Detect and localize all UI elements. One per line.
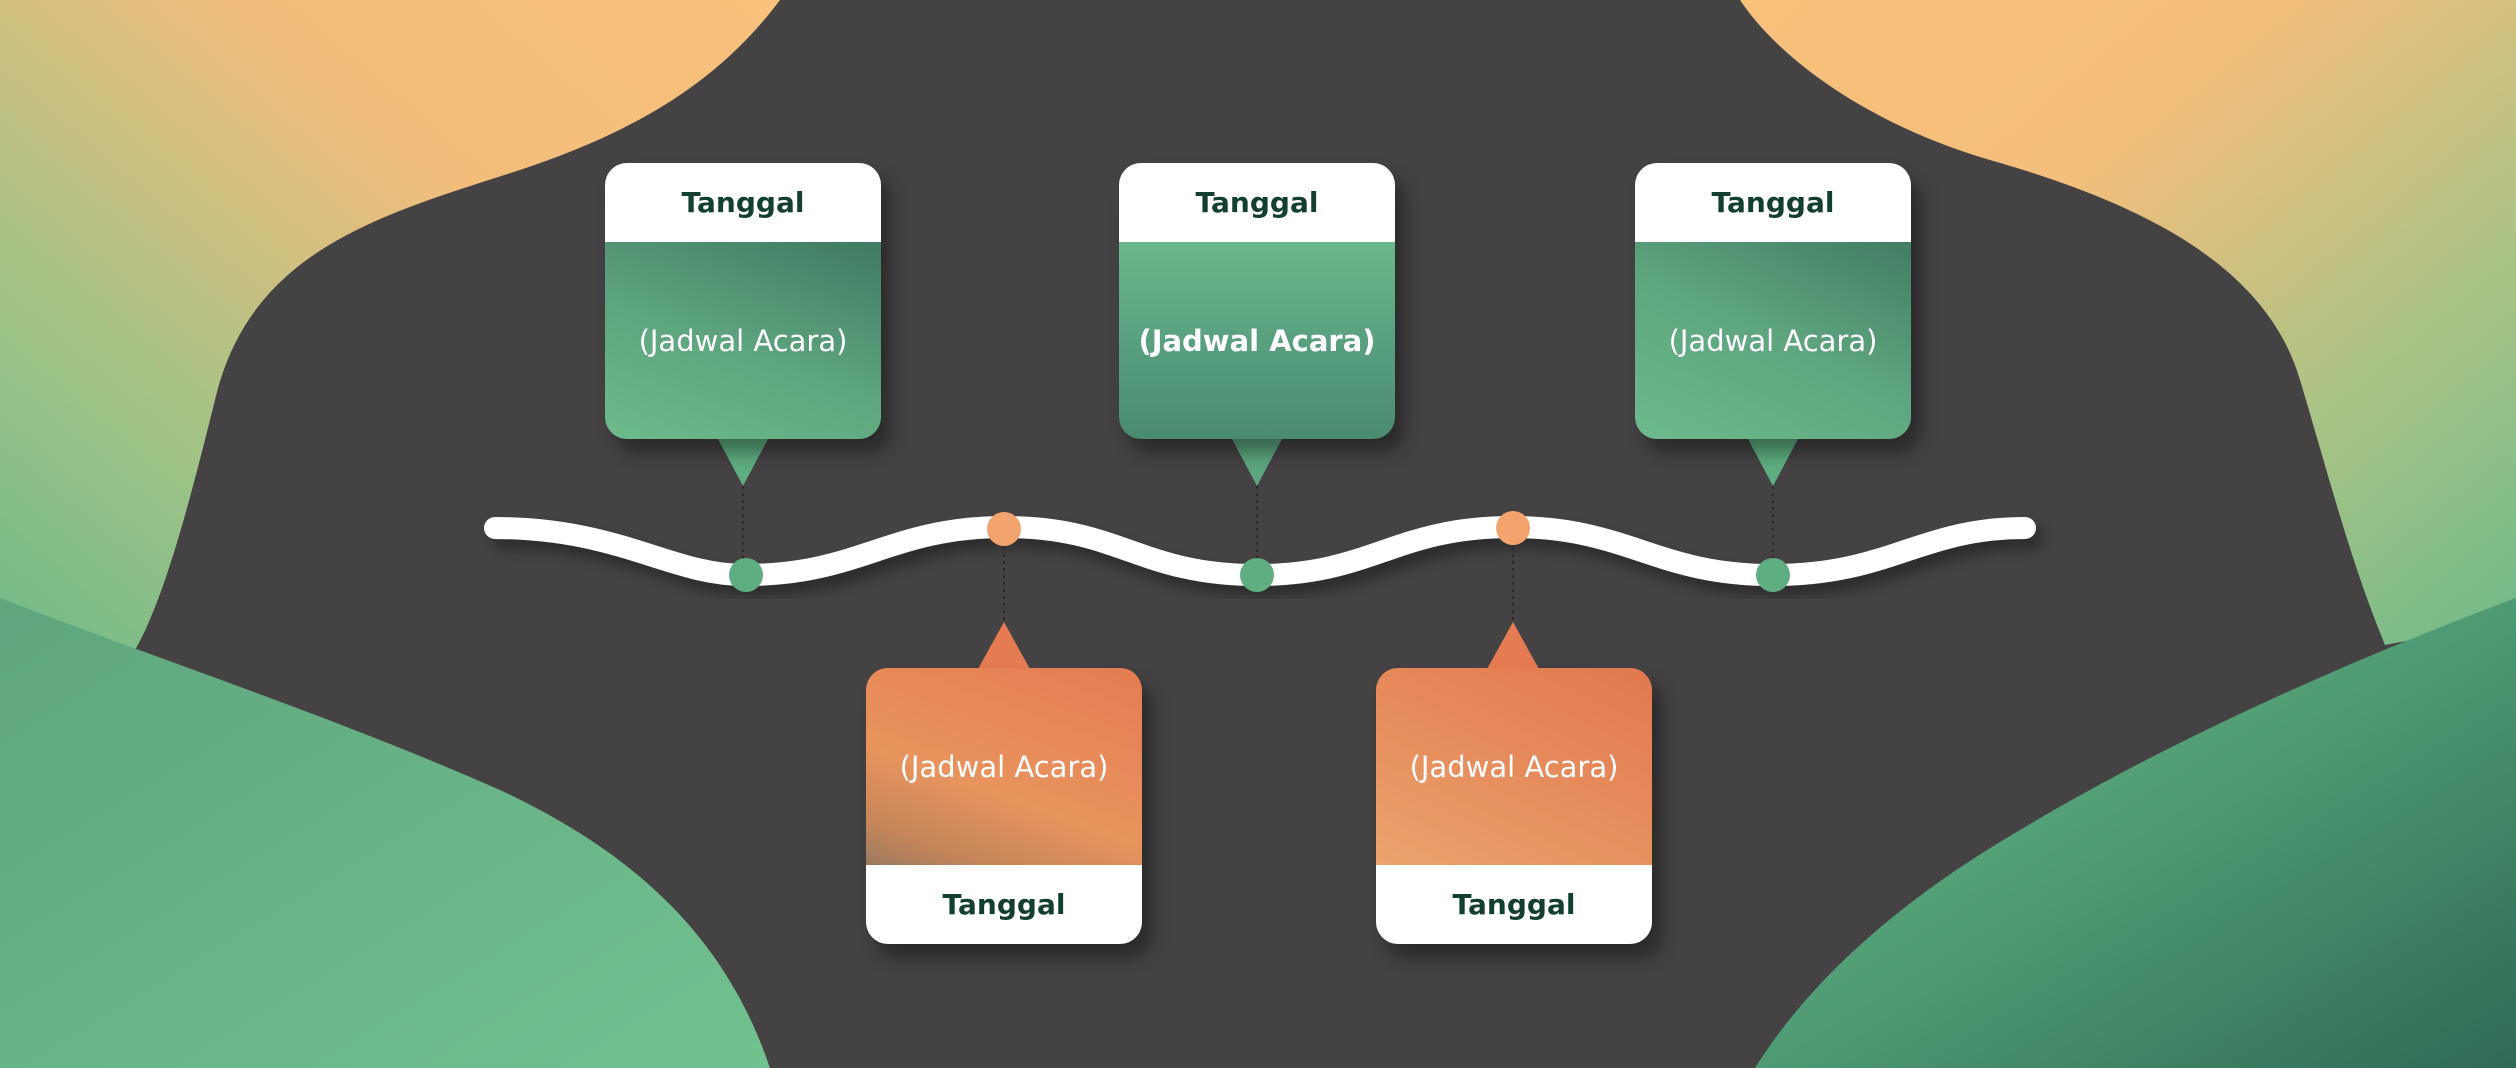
pointer-top-1 xyxy=(718,439,768,486)
timeline-card-bottom-1: (Jadwal Acara) Tanggal xyxy=(866,668,1142,944)
card-event: (Jadwal Acara) xyxy=(1635,242,1911,439)
card-event: (Jadwal Acara) xyxy=(1376,668,1652,865)
timeline-card-top-3: Tanggal (Jadwal Acara) xyxy=(1635,163,1911,439)
orange-dot-2 xyxy=(1496,511,1530,545)
bottom-right-blob xyxy=(1755,598,2516,1068)
timeline-card-top-1: Tanggal (Jadwal Acara) xyxy=(605,163,881,439)
timeline-card-top-2: Tanggal (Jadwal Acara) xyxy=(1119,163,1395,439)
green-dot-1 xyxy=(729,558,763,592)
top-left-blob xyxy=(0,0,780,665)
pointer-top-3 xyxy=(1748,439,1798,486)
pointer-bottom-2 xyxy=(1487,622,1539,669)
card-event: (Jadwal Acara) xyxy=(605,242,881,439)
bottom-left-blob xyxy=(0,598,770,1068)
timeline-card-bottom-2: (Jadwal Acara) Tanggal xyxy=(1376,668,1652,944)
card-date: Tanggal xyxy=(1635,163,1911,242)
card-date: Tanggal xyxy=(1119,163,1395,242)
card-date: Tanggal xyxy=(605,163,881,242)
card-event: (Jadwal Acara) xyxy=(1119,242,1395,439)
card-event: (Jadwal Acara) xyxy=(866,668,1142,865)
card-date: Tanggal xyxy=(866,865,1142,944)
orange-dot-1 xyxy=(987,512,1021,546)
pointer-bottom-1 xyxy=(978,622,1030,669)
top-right-blob xyxy=(1740,0,2516,645)
card-date: Tanggal xyxy=(1376,865,1652,944)
green-dot-2 xyxy=(1240,558,1274,592)
green-dot-3 xyxy=(1756,558,1790,592)
pointer-top-2 xyxy=(1232,439,1282,486)
